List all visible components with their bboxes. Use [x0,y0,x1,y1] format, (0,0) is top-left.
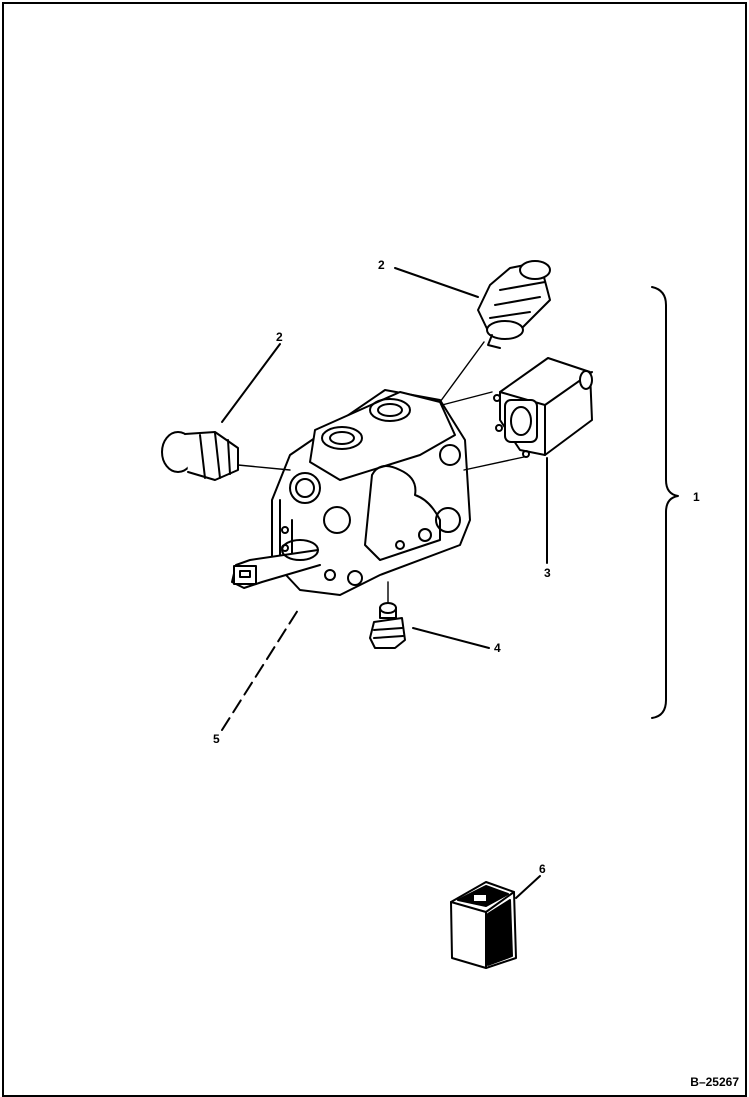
callout-2-left: 2 [276,330,283,344]
callout-5: 5 [213,732,220,746]
reference-number: B–25267 [690,1075,739,1089]
relief-valve-left [161,431,239,481]
callout-4: 4 [494,641,501,655]
detent-cap [493,357,593,458]
assembly-bracket [651,286,679,719]
plug [369,602,406,649]
valve-body [271,389,471,596]
callout-2-upper: 2 [378,258,385,272]
relief-valve-upper [477,260,551,349]
kit-box [450,881,517,969]
leader-lines [221,267,548,899]
spool-shaft [231,539,321,589]
callout-3: 3 [544,566,551,580]
callout-6: 6 [539,862,546,876]
callout-1: 1 [693,490,700,504]
